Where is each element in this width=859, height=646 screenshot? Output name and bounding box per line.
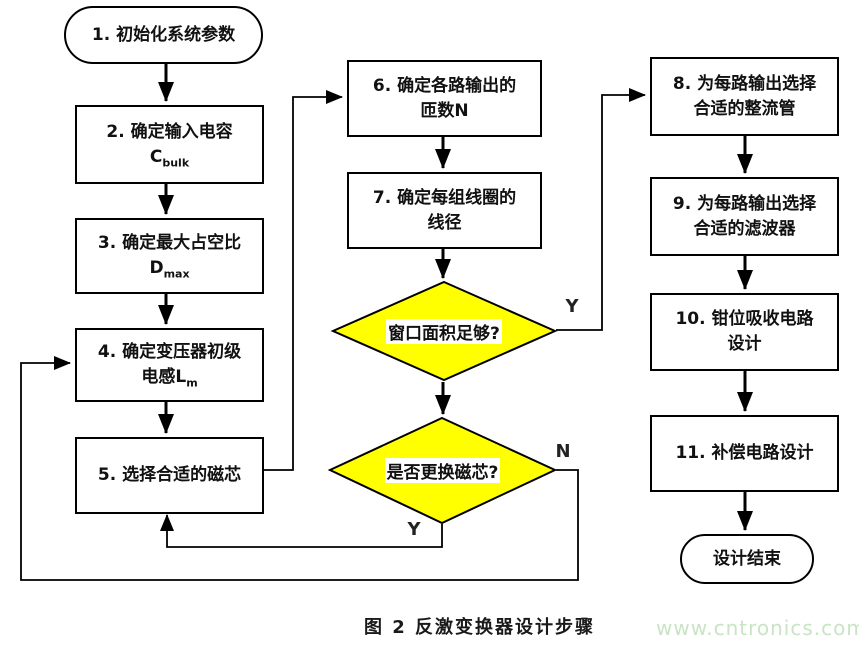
node-wire-diameter-line1: 7. 确定每组线圈的 <box>372 187 517 208</box>
node-select-core-label: 5. 选择合适的磁芯 <box>97 465 242 486</box>
branch-label-yes-decision1: Y <box>565 296 579 317</box>
node-compensation-label: 11. 补偿电路设计 <box>675 443 814 464</box>
node-start-label: 1. 初始化系统参数 <box>91 24 236 45</box>
node-select-filter: 9. 为每路输出选择 合适的滤波器 <box>650 177 839 256</box>
node-wire-diameter-line2: 线径 <box>427 212 462 233</box>
node-wire-diameter: 7. 确定每组线圈的 线径 <box>347 172 542 249</box>
node-clamp-snubber: 10. 钳位吸收电路 设计 <box>650 293 839 371</box>
node-input-capacitor-line2: Cbulk <box>150 145 189 170</box>
connector-decision2-no-to-n4 <box>20 356 579 581</box>
decision-window-area-label: 窗口面积足够? <box>386 318 502 344</box>
figure-caption: 图 2 反激变换器设计步骤 <box>363 617 596 638</box>
watermark-link[interactable]: www.cntronics.com <box>656 616 859 640</box>
symbol-c: C <box>149 146 163 167</box>
branch-label-yes-decision2: Y <box>407 519 421 540</box>
node-compensation: 11. 补偿电路设计 <box>650 415 839 492</box>
node-select-rectifier-line2: 合适的整流管 <box>693 98 796 119</box>
decision-change-core: 是否更换磁芯? <box>330 418 555 523</box>
node-select-rectifier: 8. 为每路输出选择 合适的整流管 <box>650 57 839 136</box>
symbol-c-subscript: bulk <box>162 155 190 169</box>
connector-n5-to-n6 <box>262 90 343 471</box>
decision-change-core-label: 是否更换磁芯? <box>384 458 501 483</box>
node-select-core: 5. 选择合适的磁芯 <box>75 437 264 514</box>
symbol-l-subscript: m <box>186 376 198 390</box>
node-end: 设计结束 <box>680 534 814 584</box>
node-select-rectifier-line1: 8. 为每路输出选择 <box>672 73 817 94</box>
node-output-turns-line2: 匝数N <box>420 100 469 121</box>
node-primary-inductance-line2: 电感Lm <box>141 365 197 390</box>
node-end-label: 设计结束 <box>713 548 781 569</box>
branch-label-no-decision2: N <box>555 441 571 462</box>
node-max-duty-cycle-line1: 3. 确定最大占空比 <box>97 233 242 254</box>
node-clamp-snubber-line1: 10. 钳位吸收电路 <box>675 309 814 330</box>
inductance-word: 电感 <box>141 367 176 387</box>
node-max-duty-cycle: 3. 确定最大占空比 Dmax <box>75 218 264 294</box>
symbol-l: L <box>175 367 187 387</box>
node-primary-inductance: 4. 确定变压器初级 电感Lm <box>75 328 264 402</box>
connector-decision1-yes-to-n8 <box>556 88 646 331</box>
decision-window-area: 窗口面积足够? <box>333 282 555 380</box>
node-start: 1. 初始化系统参数 <box>64 6 263 64</box>
node-input-capacitor: 2. 确定输入电容 Cbulk <box>75 105 264 184</box>
node-clamp-snubber-line2: 设计 <box>727 334 762 354</box>
node-select-filter-line2: 合适的滤波器 <box>693 218 796 239</box>
symbol-d-subscript: max <box>163 267 190 281</box>
symbol-d: D <box>149 258 164 278</box>
connector-decision2-yes-to-n5 <box>160 514 443 548</box>
node-max-duty-cycle-line2: Dmax <box>149 256 189 281</box>
node-select-filter-line1: 9. 为每路输出选择 <box>672 193 817 214</box>
node-output-turns: 6. 确定各路输出的 匝数N <box>347 60 542 137</box>
node-input-capacitor-line1: 2. 确定输入电容 <box>106 121 233 142</box>
node-primary-inductance-line1: 4. 确定变压器初级 <box>97 342 242 363</box>
node-output-turns-line1: 6. 确定各路输出的 <box>372 75 517 96</box>
